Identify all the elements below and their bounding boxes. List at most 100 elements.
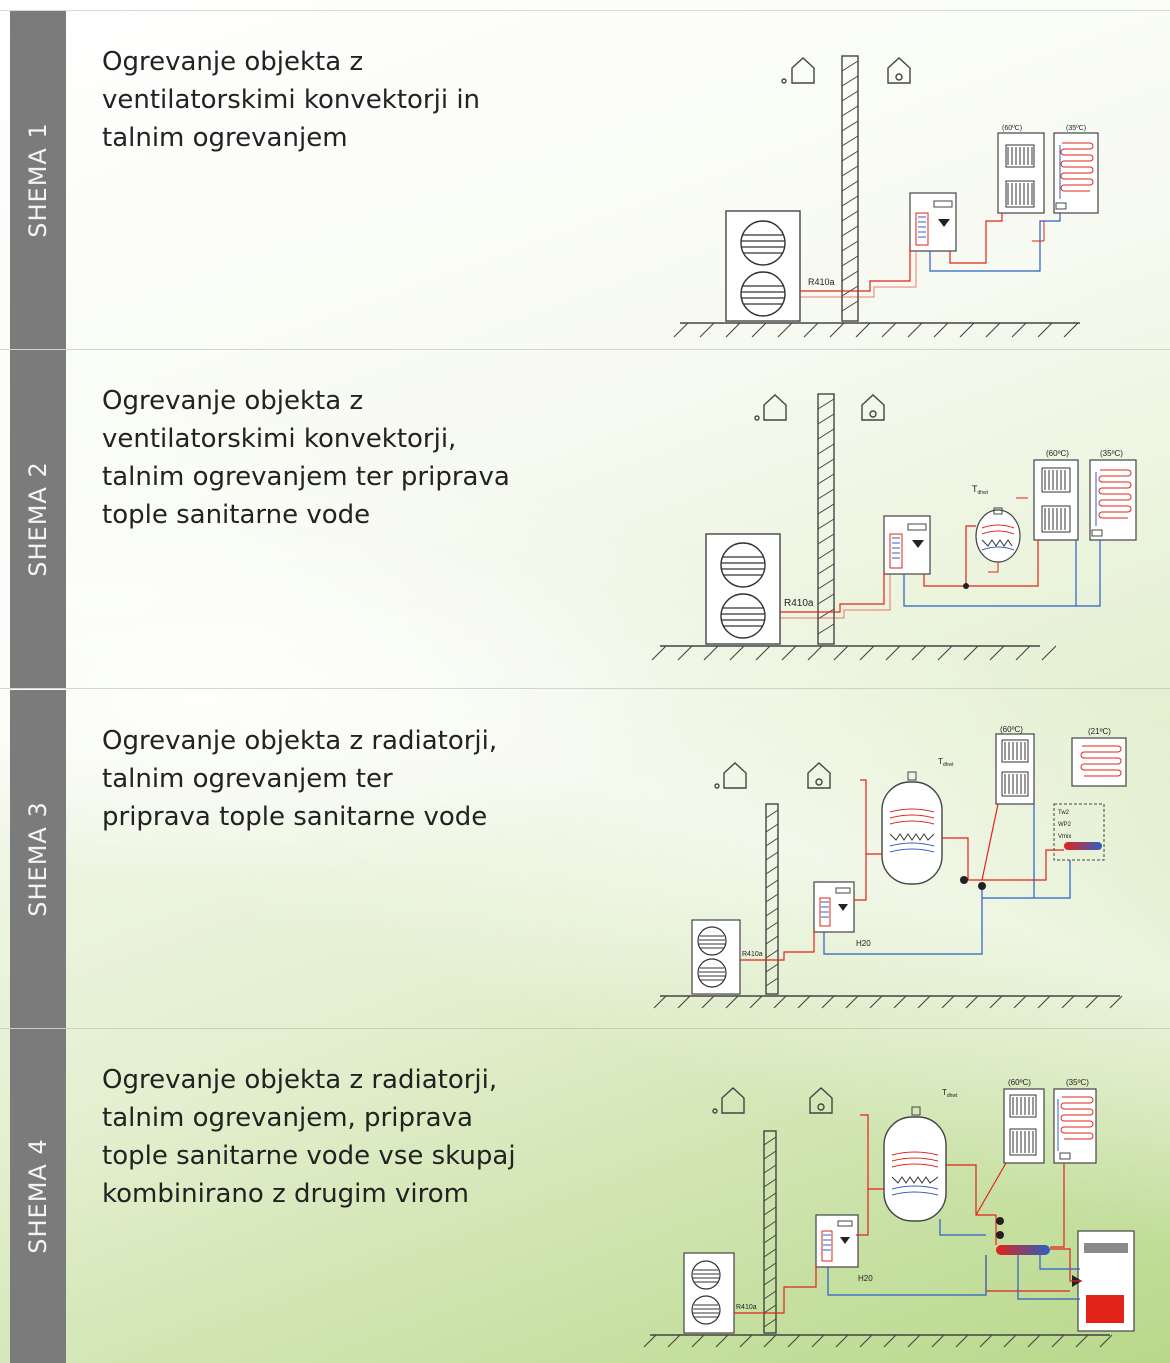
outdoor-house-icon [714,762,747,789]
indoor-house-icon [807,762,831,789]
scheme-row-1: SHEMA 1 Ogrevanje objekta z ventilatorsk… [0,11,1170,350]
controller-label: WP2 [1058,822,1072,828]
scheme-tab-3: SHEMA 3 [10,690,66,1028]
ground-line [673,322,1080,338]
floor-heating-panel [1053,132,1099,214]
outdoor-heat-pump-unit [705,533,781,645]
hydraulic-separator [996,1245,1050,1255]
tank-sensor-label: Tdhwt [972,484,989,496]
scheme-row-3: SHEMA 3 Ogrevanje objekta z radiatorji, … [0,690,1170,1029]
outdoor-house-icon [781,57,815,84]
floor-heating-panel [1089,459,1137,541]
description-line: ventilatorskimi konvektorji, [102,424,457,454]
valve-icon [996,1217,1004,1225]
controller-label: Vmix [1058,834,1071,840]
radiator-panel [1033,459,1079,541]
wall [841,55,859,322]
radiator-panel [1003,1088,1045,1164]
refrigerant-pipe [740,930,815,961]
radiator-panel [995,733,1035,805]
scheme-description: Ogrevanje objekta z ventilatorskimi konv… [102,382,562,534]
description-line: talnim ogrevanjem, priprava [102,1103,473,1133]
water-label: H20 [856,939,871,948]
top-divider [0,10,1170,11]
return-water-pipe [929,213,1061,272]
hot-water-tank [883,1106,947,1222]
scheme-row-4: SHEMA 4 Ogrevanje objekta z radiatorji, … [0,1029,1170,1363]
wall [765,803,779,995]
hot-water-pipe [1032,221,1045,242]
refrigerant-pipe [780,574,891,619]
valve-icon [960,876,968,884]
ground-line [643,1334,1113,1348]
hot-water-pipe [856,1114,884,1236]
scheme-tab-label: SHEMA 3 [24,801,52,917]
scheme-description: Ogrevanje objekta z ventilatorskimi konv… [102,43,562,157]
scheme-tab-label: SHEMA 4 [24,1138,52,1254]
scheme-row-2: SHEMA 2 Ogrevanje objekta z ventilatorsk… [0,350,1170,689]
tank-sensor-label: Tdhwt [938,757,954,768]
refrigerant-pipe [780,571,885,613]
wall [763,1130,777,1334]
refrigerant-label: R410a [736,1304,757,1311]
refrigerant-pipe [800,246,911,292]
return-water-pipe [827,1219,1080,1300]
scheme-description: Ogrevanje objekta z radiatorji, talnim o… [102,1061,562,1213]
description-line: priprava tople sanitarne vode [102,802,488,832]
indoor-hydro-module [813,881,855,933]
scheme-diagram-4: R410a H20 Tdhwt (60ºC) [643,1078,1135,1348]
outdoor-heat-pump-unit [725,210,801,322]
outdoor-house-icon [754,394,787,421]
description-line: ventilatorskimi konvektorji in [102,85,481,115]
scheme-tab-4: SHEMA 4 [10,1029,66,1363]
scheme-tab-2: SHEMA 2 [10,350,66,688]
controller-label: Tw2 [1058,810,1070,816]
return-water-pipe [823,804,1071,955]
refrigerant-label: R410a [742,951,763,958]
description-line: talnim ogrevanjem ter priprava [102,462,510,492]
secondary-heat-source-boiler [1077,1230,1135,1332]
description-line: kombinirano z drugim virom [102,1179,469,1209]
temperature-label: (35ºC) [1100,449,1123,458]
scheme-diagram-1: R410a (60ºC) (35ºC) [673,55,1099,338]
scheme-description: Ogrevanje objekta z radiatorji, talnim o… [102,722,562,836]
outdoor-heat-pump-unit [683,1252,735,1334]
refrigerant-pipe [800,251,917,298]
hot-water-pipe [942,803,1064,881]
mixing-controller: Tw2 WP2 Vmix [1053,803,1105,861]
tank-sensor-label: Tdhwt [942,1088,958,1099]
wall [817,393,835,645]
temperature-label: (60ºC) [1046,449,1069,458]
pump-icon [978,882,986,890]
water-label: H20 [858,1274,873,1283]
hot-water-pipe [988,497,1028,573]
scheme-tab-1: SHEMA 1 [10,11,66,349]
floor-heating-panel [1053,1088,1097,1164]
description-line: Ogrevanje objekta z radiatorji, [102,726,498,756]
hot-water-pipe [854,779,882,901]
valve-icon [963,583,969,589]
scheme-diagram-2: R410a Tdhwt (60ºC) [651,393,1137,661]
hot-water-pipe [946,1162,1082,1292]
description-line: Ogrevanje objekta z [102,47,364,77]
temperature-label: (60ºC) [1002,125,1022,132]
description-line: Ogrevanje objekta z [102,386,364,416]
description-line: tople sanitarne vode vse skupaj [102,1141,516,1171]
hot-water-tank [975,507,1021,563]
indoor-house-icon [861,394,885,421]
temperature-label: (60ºC) [1008,1078,1031,1087]
outdoor-heat-pump-unit [691,919,741,995]
ground-line [651,645,1057,661]
temperature-label: (60ºC) [1000,725,1023,734]
description-line: tople sanitarne vode [102,500,371,530]
return-water-pipe [903,540,1101,607]
scheme-tab-label: SHEMA 2 [24,461,52,577]
hot-water-pipe [949,213,1003,264]
temperature-label: (35ºC) [1066,125,1086,132]
radiator-panel [997,132,1045,214]
description-line: Ogrevanje objekta z radiatorji, [102,1065,498,1095]
indoor-house-icon [887,57,911,84]
indoor-hydro-module [909,192,957,252]
scheme-tab-label: SHEMA 1 [24,122,52,238]
description-line: talnim ogrevanjem [102,123,348,153]
